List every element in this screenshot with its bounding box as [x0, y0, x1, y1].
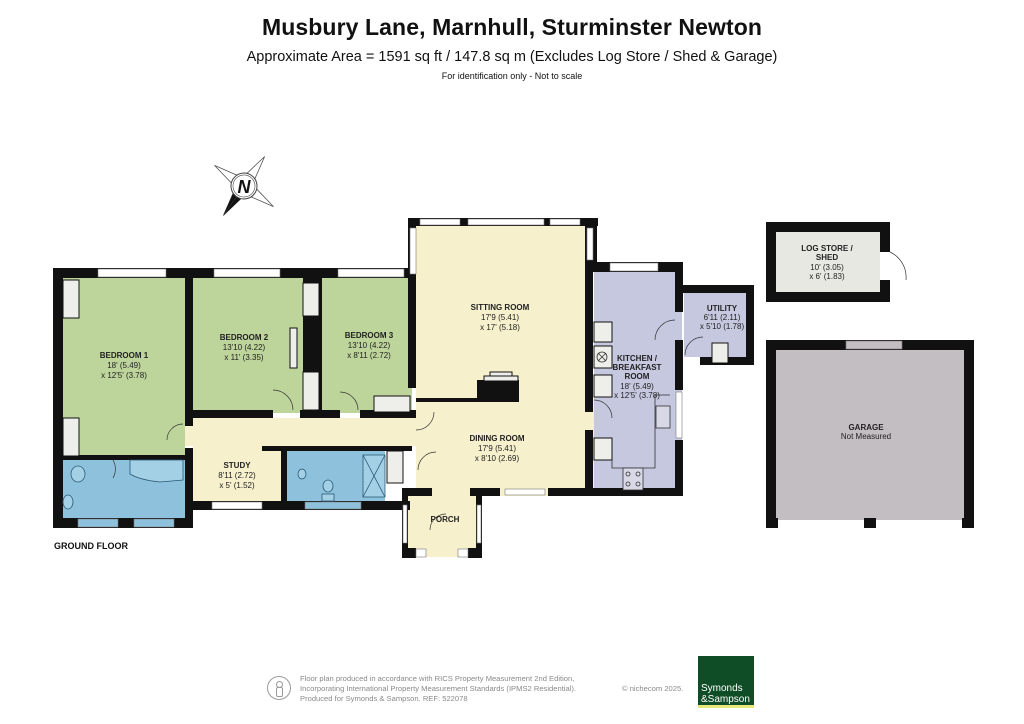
svg-text:13'10 (4.22): 13'10 (4.22)	[348, 341, 391, 350]
svg-text:x 12'5' (3.78): x 12'5' (3.78)	[614, 391, 660, 400]
svg-text:BREAKFAST: BREAKFAST	[613, 363, 662, 372]
symonds-sampson-logo: Symonds &Sampson	[698, 656, 754, 708]
log-store-floor	[776, 232, 880, 292]
plan-title: Musbury Lane, Marnhull, Sturminster Newt…	[261, 14, 763, 40]
bedroom-2-floor	[193, 278, 303, 413]
svg-text:x 5' (1.52): x 5' (1.52)	[219, 481, 255, 490]
porch-label: PORCH	[431, 515, 460, 524]
floor-label: GROUND FLOOR	[54, 541, 128, 551]
bedroom-3-floor	[322, 278, 412, 413]
svg-text:17'9 (5.41): 17'9 (5.41)	[481, 313, 519, 322]
study-label: STUDY	[223, 461, 251, 470]
room-labels: BEDROOM 1 18' (5.49) x 12'5' (3.78) BEDR…	[100, 244, 891, 524]
svg-text:x 11' (3.35): x 11' (3.35)	[224, 353, 264, 362]
hallway-floor	[185, 418, 425, 446]
windows	[77, 218, 903, 558]
study-floor	[193, 446, 281, 501]
garage-floor	[776, 350, 964, 520]
scale-note: For identification only - Not to scale	[441, 71, 583, 81]
svg-text:8'11 (2.72): 8'11 (2.72)	[218, 471, 256, 480]
svg-text:x 6' (1.83): x 6' (1.83)	[809, 272, 845, 281]
svg-text:18' (5.49): 18' (5.49)	[620, 382, 654, 391]
bedroom-2-label: BEDROOM 2	[220, 333, 269, 342]
porch-floor	[408, 495, 476, 557]
north-compass-icon	[214, 156, 274, 216]
svg-text:17'9 (5.41): 17'9 (5.41)	[478, 444, 516, 453]
footer-disclaimer: Floor plan produced in accordance with R…	[300, 674, 577, 703]
dining-room-label: DINING ROOM	[469, 434, 524, 443]
bathroom-fittings	[62, 454, 386, 510]
bedroom-1-label: BEDROOM 1	[100, 351, 149, 360]
svg-text:x 8'10 (2.69): x 8'10 (2.69)	[475, 454, 520, 463]
kitchen-fittings	[596, 351, 671, 491]
svg-text:x 8'11 (2.72): x 8'11 (2.72)	[347, 351, 391, 360]
svg-text:10' (3.05): 10' (3.05)	[810, 263, 844, 272]
svg-text:x 12'5' (3.78): x 12'5' (3.78)	[101, 371, 147, 380]
garage-label: GARAGE	[848, 423, 884, 432]
svg-text:ROOM: ROOM	[625, 372, 650, 381]
svg-text:x 5'10 (1.78): x 5'10 (1.78)	[700, 322, 745, 331]
compass-letter: N	[238, 177, 252, 197]
sitting-room-label: SITTING ROOM	[471, 303, 530, 312]
person-icon	[267, 676, 291, 700]
fixtures	[62, 279, 729, 484]
copyright-text: © nichecom 2025.	[622, 684, 684, 693]
svg-text:13'10 (4.22): 13'10 (4.22)	[223, 343, 266, 352]
area-summary: Approximate Area = 1591 sq ft / 147.8 sq…	[246, 49, 778, 65]
svg-text:18' (5.49): 18' (5.49)	[107, 361, 141, 370]
log-store-label: LOG STORE /	[801, 244, 853, 253]
utility-label: UTILITY	[707, 304, 738, 313]
svg-text:6'11 (2.11): 6'11 (2.11)	[704, 313, 741, 322]
svg-text:SHED: SHED	[816, 253, 838, 262]
svg-text:x 17' (5.18): x 17' (5.18)	[480, 323, 520, 332]
kitchen-label: KITCHEN /	[617, 354, 658, 363]
dining-room-floor	[416, 398, 594, 496]
door-swings	[112, 251, 907, 531]
bedroom-1-floor	[63, 278, 185, 458]
bedroom-3-label: BEDROOM 3	[345, 331, 394, 340]
svg-text:Not Measured: Not Measured	[841, 432, 891, 441]
